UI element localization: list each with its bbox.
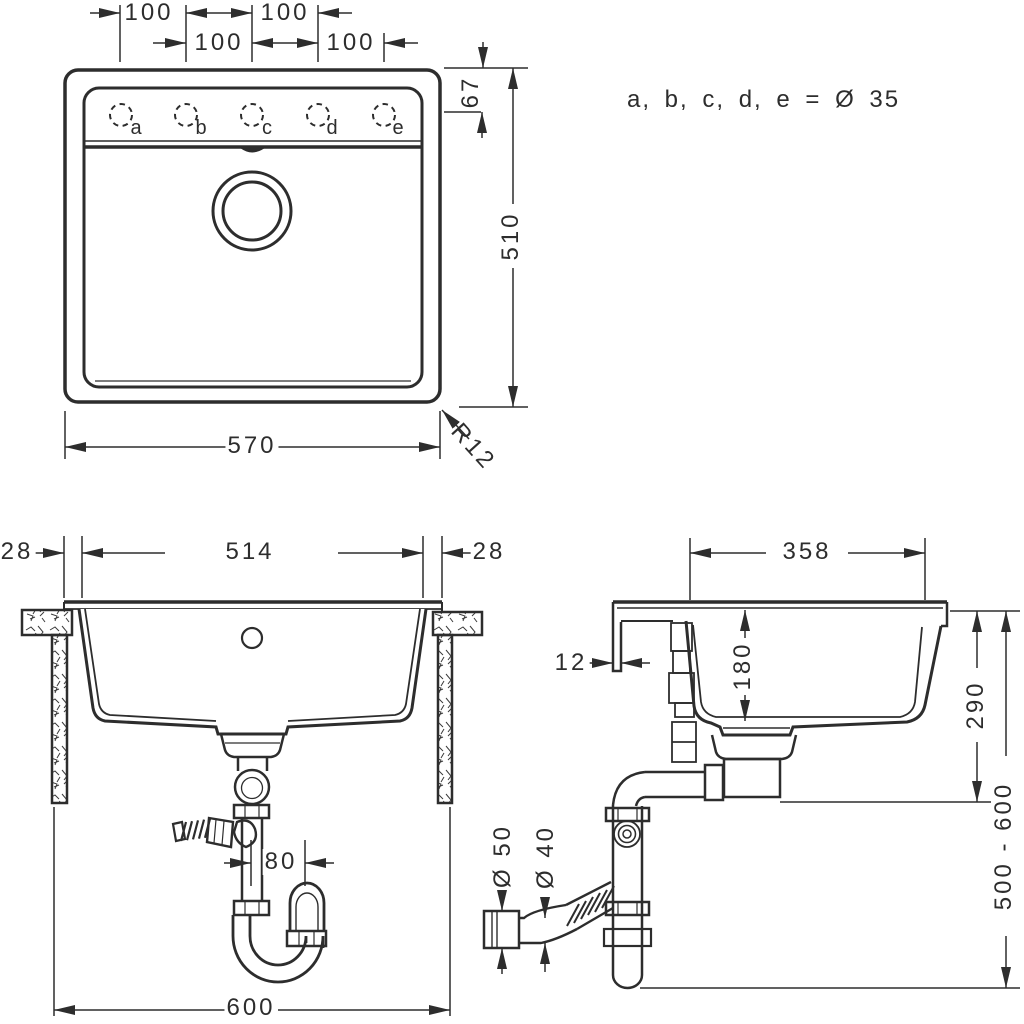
- tap-holes: [109, 103, 396, 127]
- fixing-clips: [668, 622, 697, 763]
- dim-install-height: 500 - 600: [990, 779, 1017, 913]
- dim-spacing-ab: 100: [122, 0, 176, 26]
- front-section-view: [20, 536, 484, 1016]
- dim-outlet-large: Ø 50: [489, 821, 516, 891]
- hole-diameter-note: a, b, c, d, e = Ø 35: [627, 86, 901, 113]
- dim-cutout-width: 514: [223, 538, 277, 565]
- dim-spacing-de: 100: [324, 29, 378, 56]
- dim-overhang-right: 28: [470, 538, 508, 565]
- dim-trap-height: 290: [962, 678, 989, 732]
- drain-inner-circle: [221, 180, 283, 242]
- dim-outlet-small: Ø 40: [532, 822, 559, 892]
- dim-apron-thickness: 12: [552, 649, 590, 676]
- side-trap: [482, 734, 798, 990]
- side-section-view: [482, 538, 1020, 990]
- front-trap: [171, 733, 328, 984]
- dim-overhang-left: 28: [0, 538, 36, 565]
- dim-width: 570: [225, 432, 279, 459]
- hole-label-c: c: [262, 117, 272, 139]
- hole-label-e: e: [392, 117, 404, 139]
- dim-spacing-cd: 100: [258, 0, 312, 26]
- hole-label-b: b: [195, 117, 207, 139]
- dim-spacing-bc: 100: [192, 29, 246, 56]
- dim-bowl-length: 358: [780, 538, 834, 565]
- dim-depth: 510: [497, 209, 524, 263]
- dim-trap-offset: 80: [262, 848, 300, 875]
- dim-hole-offset: 67: [457, 73, 484, 111]
- dim-cabinet-width: 600: [224, 994, 278, 1021]
- dim-bowl-depth: 180: [729, 639, 756, 693]
- hole-label-a: a: [130, 117, 142, 139]
- drain-outer-circle: [211, 170, 293, 252]
- overflow-hole: [240, 626, 264, 650]
- top-view: [63, 5, 528, 459]
- countertop-section: [20, 608, 484, 805]
- hole-label-d: d: [326, 117, 338, 139]
